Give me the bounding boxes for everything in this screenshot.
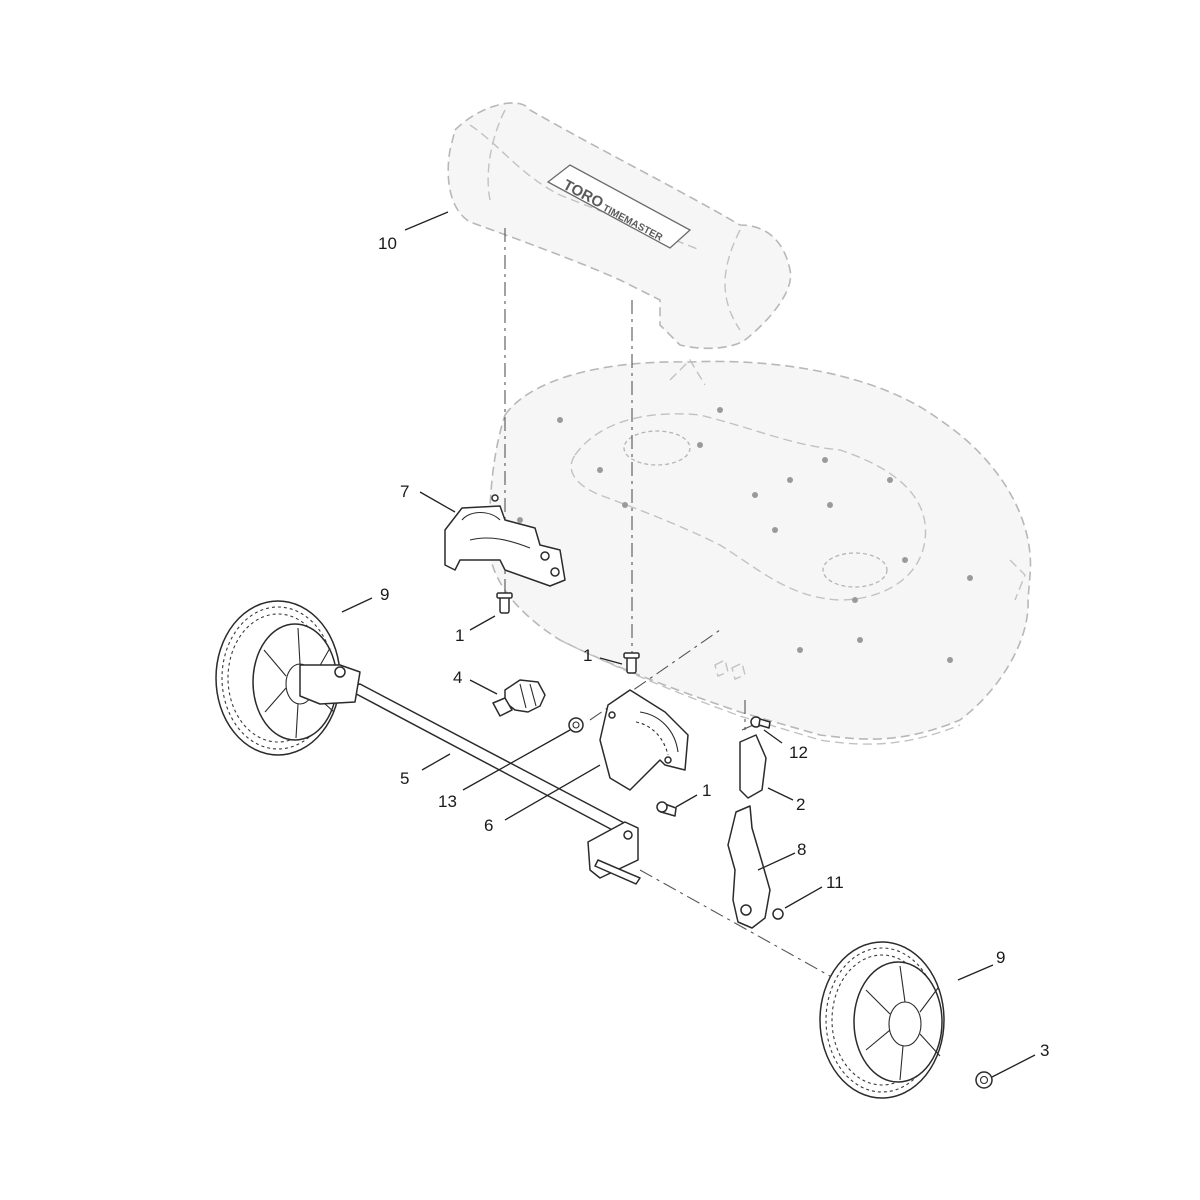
callout-13: 13 — [438, 792, 457, 811]
mower-deck-phantom — [488, 358, 1032, 745]
bolt-part-1b — [623, 652, 640, 674]
callout-11: 11 — [826, 873, 844, 892]
callout-4: 4 — [453, 668, 462, 687]
bolt-part-11 — [772, 908, 784, 920]
bolt-part-1a — [496, 592, 513, 614]
wheel-part-9-right — [819, 941, 945, 1099]
height-bracket-part-7 — [444, 494, 566, 587]
callout-labels: 10 7 9 1 1 4 12 5 13 6 1 2 8 11 9 3 — [378, 234, 1049, 1060]
bolt-part-12 — [750, 716, 771, 729]
callout-leaders — [341, 211, 1036, 1078]
callout-1-b: 1 — [583, 646, 592, 665]
callout-8: 8 — [797, 840, 806, 859]
rear-axle-part-5 — [344, 683, 641, 885]
grip-part-2 — [739, 734, 767, 799]
height-lever-part-8 — [727, 805, 771, 929]
callout-1-a: 1 — [455, 626, 464, 645]
nut-part-3 — [975, 1071, 993, 1089]
callout-2: 2 — [796, 795, 805, 814]
gear-plate-part-6 — [599, 689, 689, 791]
axle-clip-part-4 — [492, 679, 546, 717]
wheel-part-9-left — [215, 600, 361, 756]
callout-10: 10 — [378, 234, 397, 253]
bolt-part-1c — [656, 801, 677, 817]
callout-3: 3 — [1040, 1041, 1049, 1060]
callout-5: 5 — [400, 769, 409, 788]
callout-9-left: 9 — [380, 585, 389, 604]
callout-6: 6 — [484, 816, 493, 835]
callout-9-right: 9 — [996, 948, 1005, 967]
shroud-part-10: TORO TIMEMASTER — [447, 102, 792, 350]
callout-7: 7 — [400, 482, 409, 501]
callout-12: 12 — [789, 743, 808, 762]
callout-1-c: 1 — [702, 781, 711, 800]
nut-part-13 — [568, 717, 584, 733]
